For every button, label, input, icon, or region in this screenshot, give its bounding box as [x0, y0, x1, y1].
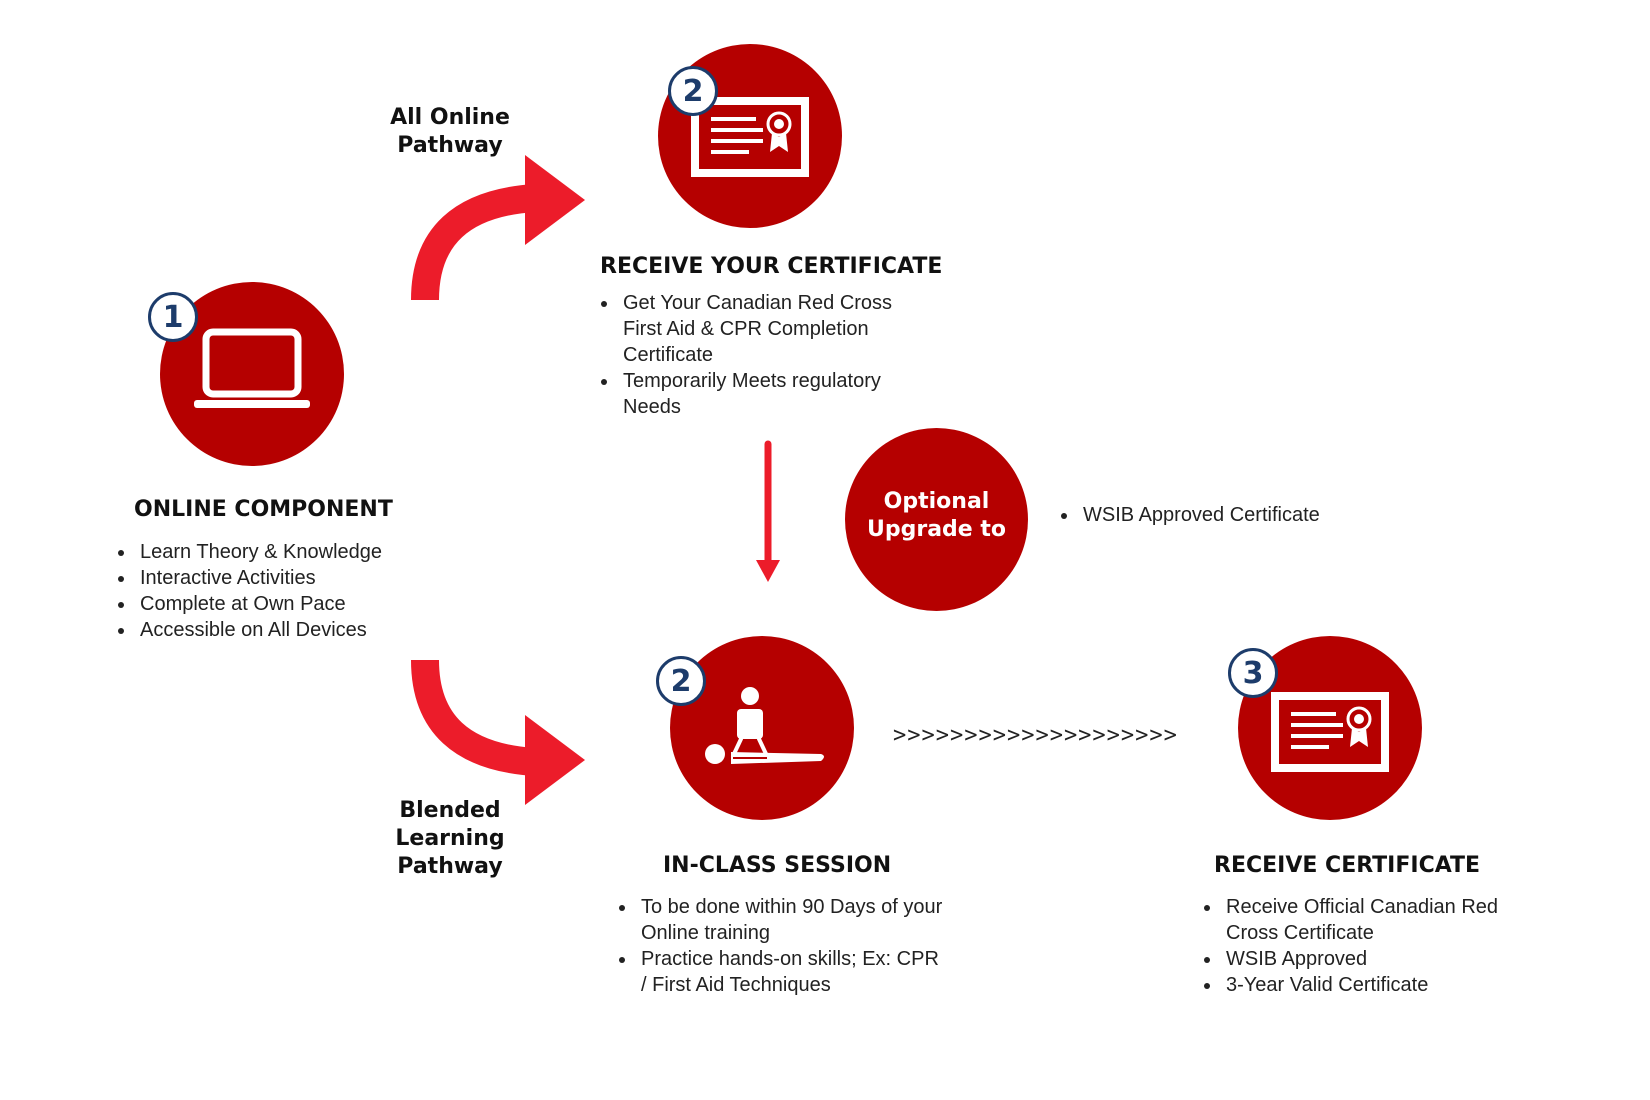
list-item: Temporarily Meets regulatory Needs: [619, 368, 919, 420]
cpr-icon: [705, 687, 824, 764]
certificate-icon: [1271, 692, 1389, 772]
list-item: Interactive Activities: [136, 565, 436, 591]
list-item: To be done within 90 Days of your Online…: [637, 894, 947, 946]
list-item: Learn Theory & Knowledge: [136, 539, 436, 565]
inclass-session-list: To be done within 90 Days of your Online…: [615, 894, 947, 998]
list-item: WSIB Approved Certificate: [1079, 502, 1399, 528]
upgrade-list: WSIB Approved Certificate: [1057, 502, 1399, 528]
list-item: Receive Official Canadian Red Cross Cert…: [1222, 894, 1512, 946]
step-badge-2-inclass: 2: [656, 656, 706, 706]
receive-your-certificate-title: RECEIVE YOUR CERTIFICATE: [600, 254, 943, 279]
optional-upgrade-circle: Optional Upgrade to: [845, 428, 1028, 611]
receive-your-certificate-list: Get Your Canadian Red Cross First Aid & …: [597, 290, 919, 420]
down-arrow-icon: [756, 440, 780, 582]
optional-upgrade-label: Optional Upgrade to: [866, 489, 1006, 542]
list-item: Get Your Canadian Red Cross First Aid & …: [619, 290, 919, 368]
receive-certificate-title: RECEIVE CERTIFICATE: [1214, 853, 1481, 878]
chevron-connector: >>>>>>>>>>>>>>>>>>>>: [893, 723, 1178, 748]
laptop-icon: [194, 328, 310, 408]
list-item: WSIB Approved: [1222, 946, 1512, 972]
list-item: Practice hands-on skills; Ex: CPR / Firs…: [637, 946, 947, 998]
list-item: 3-Year Valid Certificate: [1222, 972, 1512, 998]
step-badge-1: 1: [148, 292, 198, 342]
online-pathway-arrow: [411, 155, 585, 301]
receive-certificate-list: Receive Official Canadian Red Cross Cert…: [1200, 894, 1512, 998]
online-pathway-label: All Online Pathway: [390, 105, 510, 158]
inclass-session-title: IN-CLASS SESSION: [663, 853, 892, 878]
blended-pathway-label: Blended Learning Pathway: [395, 798, 505, 879]
online-component-list: Learn Theory & Knowledge Interactive Act…: [114, 539, 436, 643]
list-item: Accessible on All Devices: [136, 617, 436, 643]
step-badge-3: 3: [1228, 648, 1278, 698]
online-component-title: ONLINE COMPONENT: [134, 497, 393, 522]
step-badge-2-online: 2: [668, 66, 718, 116]
list-item: Complete at Own Pace: [136, 591, 436, 617]
blended-pathway-arrow: [411, 659, 585, 805]
